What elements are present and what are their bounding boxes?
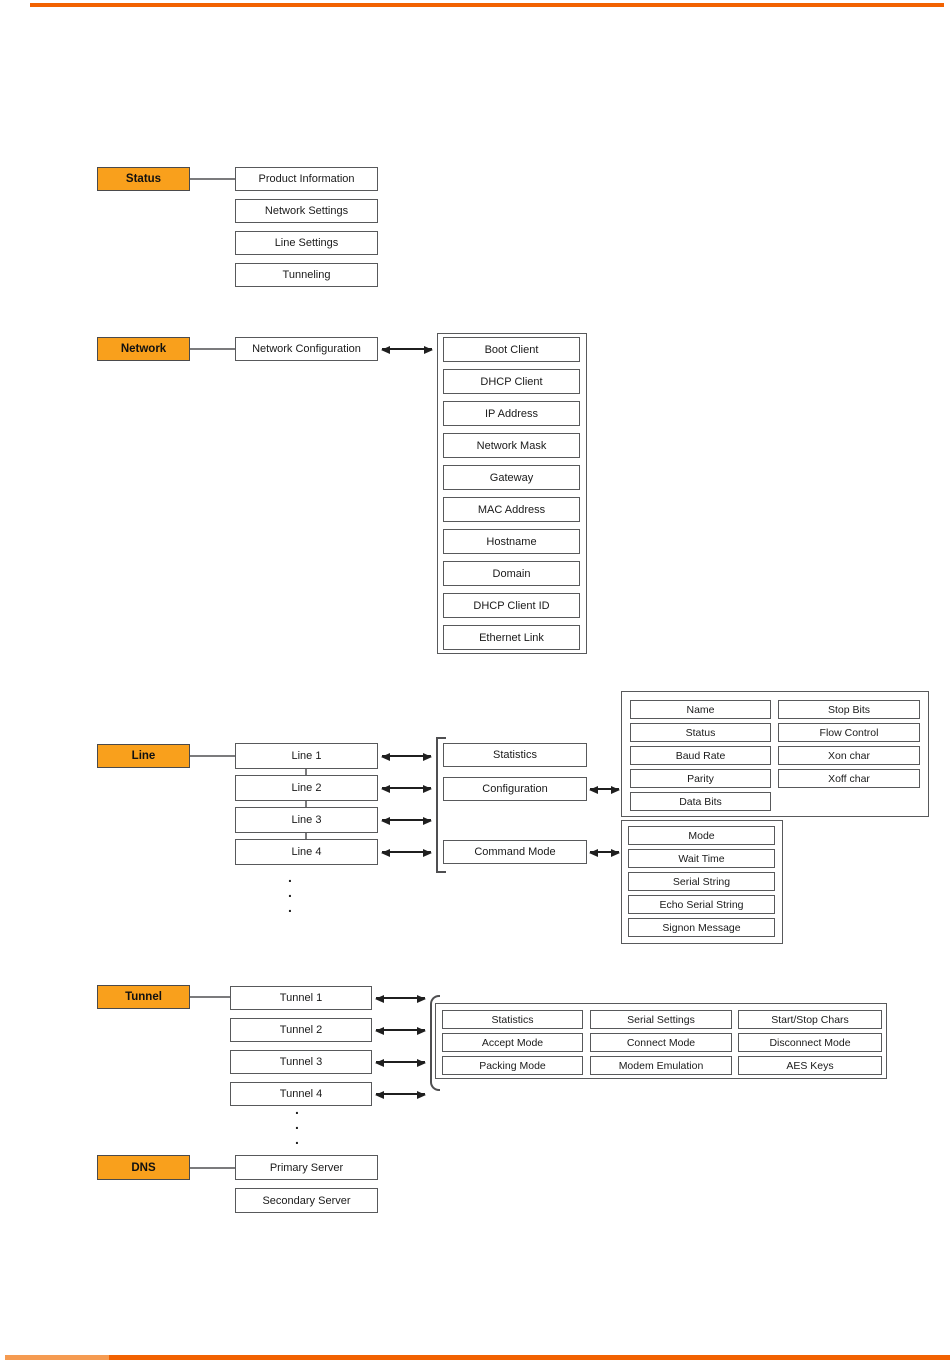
connector-line [305,833,307,839]
double-arrow [381,753,432,761]
line-instance: Line 1 [235,743,378,769]
connector-line [190,348,235,350]
double-arrow [381,785,432,793]
connector-line [190,996,230,998]
network-item: Network Mask [443,433,580,458]
tunnel-item: Disconnect Mode [738,1033,882,1052]
network-item: Domain [443,561,580,586]
network-item: DHCP Client ID [443,593,580,618]
configuration-item: Stop Bits [778,700,920,719]
configuration-item: Parity [630,769,771,788]
configuration-item: Xoff char [778,769,920,788]
command-mode-item: Echo Serial String [628,895,775,914]
tunnel-item: Serial Settings [590,1010,732,1029]
configuration-item: Baud Rate [630,746,771,765]
network-item: Ethernet Link [443,625,580,650]
command-mode-item: Serial String [628,872,775,891]
tunnel-item: Connect Mode [590,1033,732,1052]
tunnel-item: Accept Mode [442,1033,583,1052]
network-item: MAC Address [443,497,580,522]
network-item: DHCP Client [443,369,580,394]
double-arrow [589,849,620,857]
double-arrow [375,1027,426,1035]
vertical-ellipsis: . [295,1116,299,1132]
configuration-item: Data Bits [630,792,771,811]
connector-line [305,801,307,807]
network-item: Boot Client [443,337,580,362]
line-child: Configuration [443,777,587,801]
tunnel-item: Statistics [442,1010,583,1029]
bottom-accent-bar [5,1355,950,1360]
status-item: Tunneling [235,263,378,287]
line-instance: Line 2 [235,775,378,801]
line-child: Statistics [443,743,587,767]
tunnel-item: AES Keys [738,1056,882,1075]
double-arrow [589,786,620,794]
dns-item: Primary Server [235,1155,378,1180]
command-mode-item: Signon Message [628,918,775,937]
connector-line [190,1167,235,1169]
tunnel-root-node: Tunnel [97,985,190,1009]
vertical-ellipsis: . [288,899,292,915]
connector-line [190,178,235,180]
tunnel-instance: Tunnel 4 [230,1082,372,1106]
line-root-node: Line [97,744,190,768]
tunnel-item: Start/Stop Chars [738,1010,882,1029]
double-arrow [381,346,433,354]
status-item: Line Settings [235,231,378,255]
vertical-ellipsis: . [295,1131,299,1147]
configuration-item: Flow Control [778,723,920,742]
dns-root-node: DNS [97,1155,190,1180]
double-arrow [375,1091,426,1099]
double-arrow [381,817,432,825]
vertical-ellipsis: . [295,1101,299,1117]
configuration-item: Name [630,700,771,719]
tunnel-item: Modem Emulation [590,1056,732,1075]
double-arrow [375,995,426,1003]
configuration-item: Status [630,723,771,742]
vertical-ellipsis: . [288,884,292,900]
network-root-node: Network [97,337,190,361]
vertical-ellipsis: . [288,869,292,885]
status-item: Network Settings [235,199,378,223]
tunnel-instance: Tunnel 3 [230,1050,372,1074]
connector-line [305,769,307,775]
status-root-node: Status [97,167,190,191]
dns-item: Secondary Server [235,1188,378,1213]
line-instance: Line 3 [235,807,378,833]
tunnel-instance: Tunnel 1 [230,986,372,1010]
tunnel-instance: Tunnel 2 [230,1018,372,1042]
double-arrow [381,849,432,857]
group-bracket [430,995,440,1091]
double-arrow [375,1059,426,1067]
tunnel-item: Packing Mode [442,1056,583,1075]
top-accent-bar [30,3,944,7]
command-mode-item: Wait Time [628,849,775,868]
group-bracket [436,737,446,873]
network-item: IP Address [443,401,580,426]
command-mode-item: Mode [628,826,775,845]
configuration-item: Xon char [778,746,920,765]
network-item: Hostname [443,529,580,554]
line-child: Command Mode [443,840,587,864]
connector-line [190,755,235,757]
network-item: Gateway [443,465,580,490]
status-item: Product Information [235,167,378,191]
network-configuration-node: Network Configuration [235,337,378,361]
line-instance: Line 4 [235,839,378,865]
